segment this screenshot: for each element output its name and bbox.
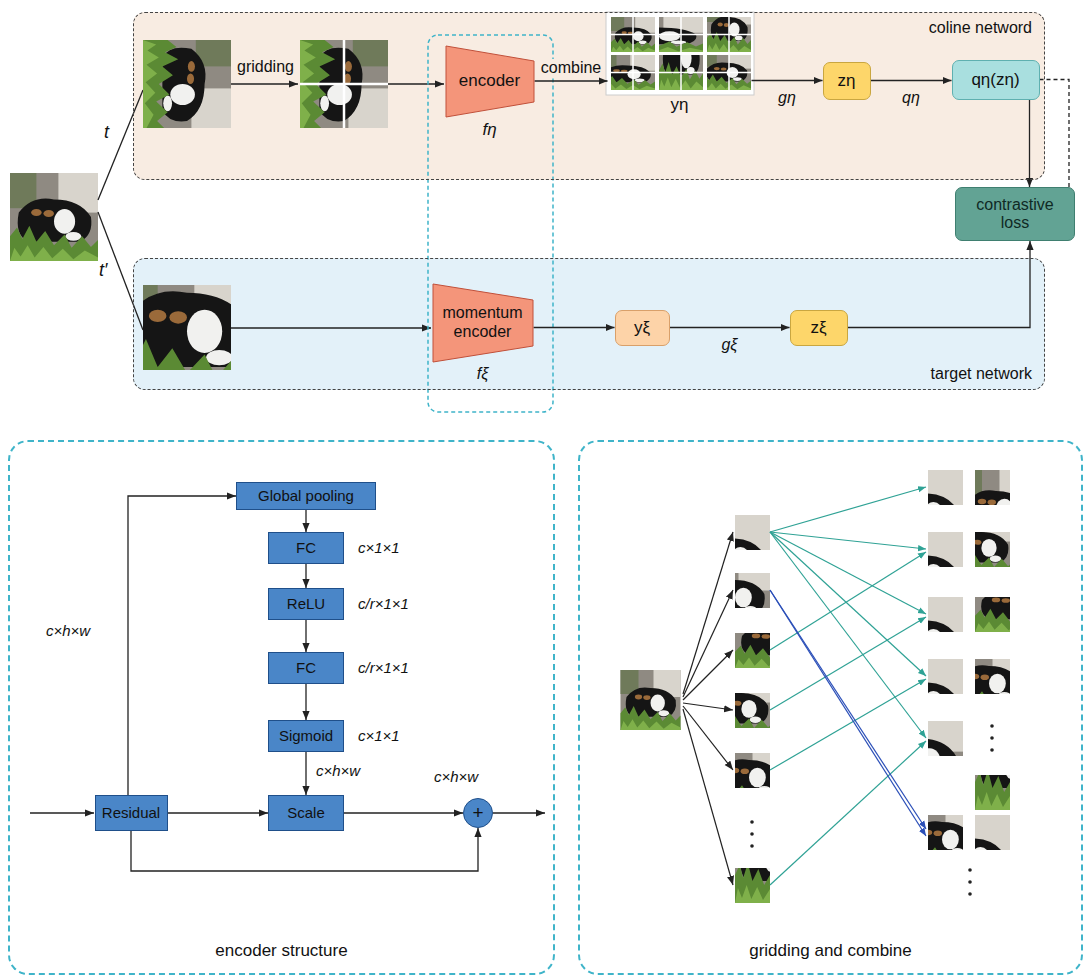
dimension-label: c×1×1: [358, 727, 400, 744]
node-text: ReLU: [287, 595, 325, 612]
node-text: encoder: [459, 71, 520, 91]
node-text: contrastive loss: [967, 196, 1063, 233]
node-text: momentum encoder: [440, 304, 526, 341]
feature-grid: yη: [608, 14, 752, 93]
layer-box: FC: [268, 532, 344, 564]
trapezoid-outline: [446, 46, 534, 117]
arrow-connector: [1029, 100, 1030, 188]
node-text: gridding and combine: [580, 941, 1081, 961]
arrow-connector: [1040, 80, 1070, 188]
node-label: fξ: [402, 365, 564, 383]
arrow-connector: [131, 828, 478, 871]
arrow-connector: [168, 812, 269, 813]
node-text: Sigmoid: [279, 727, 333, 744]
edge-label: gξ: [719, 336, 739, 354]
arrow-connector: [305, 752, 306, 795]
dimension-label: c/r×1×1: [358, 595, 409, 612]
node-text: encoder structure: [10, 941, 553, 961]
layer-box: Scale: [268, 795, 344, 831]
encoder-block: encoderfη: [445, 45, 535, 118]
node-text: Global pooling: [258, 487, 354, 504]
vector-box: zξ: [790, 310, 848, 346]
node-text: coline netword: [929, 19, 1032, 37]
layer-box: ReLU: [268, 588, 344, 620]
arrow-connector: [534, 327, 615, 328]
layer-box: Residual: [95, 795, 168, 831]
arrow-connector: [305, 564, 306, 588]
arrow-connector: [344, 812, 463, 813]
dimension-label: c×h×w: [316, 762, 360, 779]
node-label: fη: [415, 120, 565, 140]
dimension-label: c/r×1×1: [358, 659, 409, 676]
arrow-connector: [848, 241, 1031, 328]
node-text: FC: [296, 659, 316, 676]
arrow-connector: [305, 620, 306, 652]
node-text: zη: [838, 71, 856, 91]
transform-label: t′: [99, 260, 107, 281]
node-text: yξ: [634, 318, 650, 338]
dimension-label: c×h×w: [46, 622, 90, 639]
section-panel: gridding and combine: [578, 440, 1083, 975]
arrow-connector: [670, 327, 790, 328]
edge-label: gη: [776, 89, 798, 107]
vector-box: zη: [823, 62, 871, 100]
arrow-connector: [752, 80, 823, 81]
arrow-connector: [535, 80, 608, 81]
feature-box: yξ: [615, 310, 670, 346]
arrow-connector: [128, 496, 236, 795]
node-text: Scale: [287, 804, 325, 821]
node-text: Residual: [102, 804, 160, 821]
network-panel: target networkmomentum encoderfξyξzξ: [133, 258, 1045, 390]
step-label: gridding: [237, 58, 294, 76]
predictor-box: qη(zη): [952, 60, 1040, 100]
dimension-label: c×1×1: [358, 539, 400, 556]
arrow-connector: [305, 684, 306, 720]
dimension-label: c×h×w: [434, 768, 478, 785]
edge-label: combine: [539, 59, 603, 77]
edge-label: qη: [900, 89, 922, 107]
layer-box: FC: [268, 652, 344, 684]
node-text: target network: [931, 365, 1032, 383]
sum-circle: +: [463, 798, 493, 828]
node-text: yη: [578, 95, 782, 115]
node-text: zξ: [810, 318, 826, 338]
layer-box: Sigmoid: [268, 720, 344, 752]
layer-box: Global pooling: [236, 482, 376, 510]
node-text: FC: [296, 539, 316, 556]
transform-label: t: [104, 122, 109, 143]
section-panel: encoder structure Global poolingFC ReLU FC S…: [8, 440, 555, 975]
arrow-connector: [871, 80, 952, 81]
node-text: +: [472, 802, 483, 824]
loss-box: contrastive loss: [955, 187, 1075, 241]
node-text: qη(zη): [971, 70, 1019, 90]
trapezoid-outline: [433, 284, 533, 362]
momentum-encoder-block: momentum encoderfξ: [432, 283, 534, 363]
arrow-connector: [305, 510, 306, 532]
